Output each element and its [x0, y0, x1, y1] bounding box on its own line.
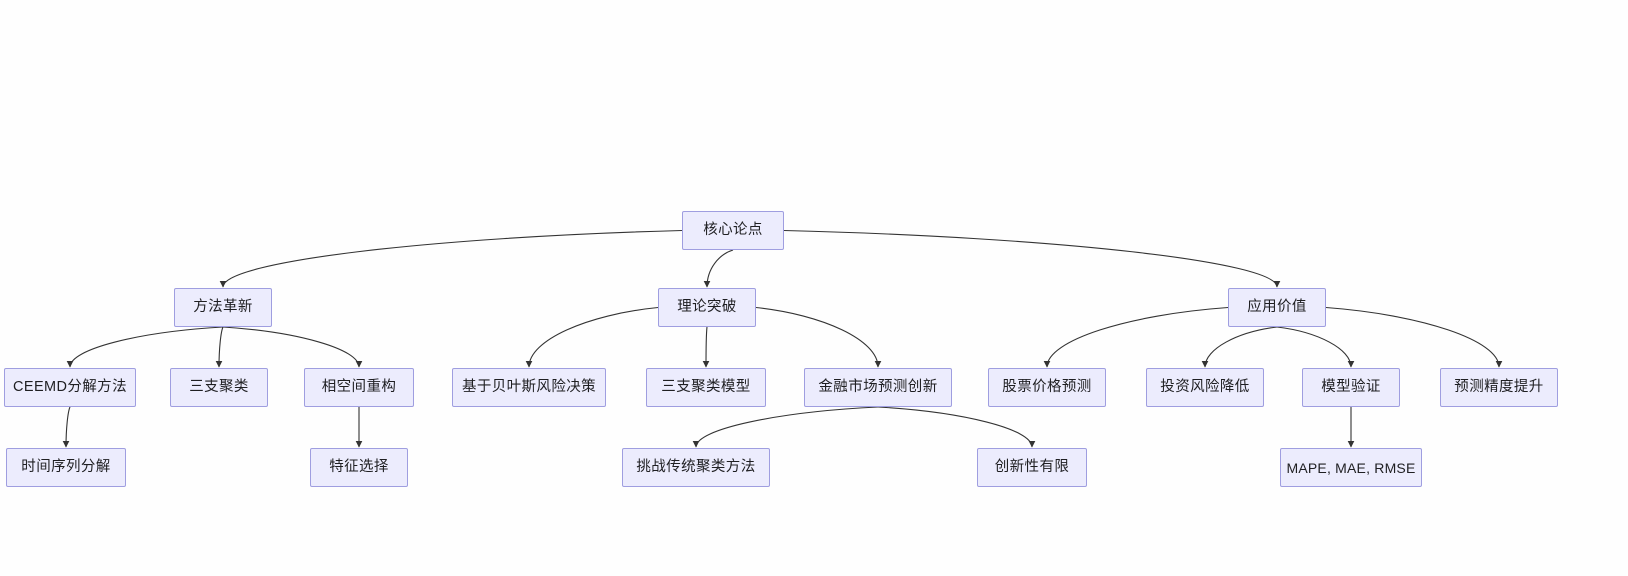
diagram-node-label: 金融市场预测创新 [818, 379, 938, 396]
diagram-edge-l2a-to-l3a [66, 326, 224, 368]
diagram-node-label: 预测精度提升 [1454, 379, 1544, 396]
diagram-node-label: 三支聚类模型 [661, 379, 751, 396]
diagram-node-l3h[interactable]: 投资风险降低 [1146, 368, 1264, 407]
diagram-node-l3e[interactable]: 三支聚类模型 [646, 368, 766, 407]
diagram-edge-l2b-to-l3e [702, 326, 710, 368]
diagram-edge-l2a-to-l3b [215, 326, 224, 368]
diagram-edge-l3f-to-l4c [692, 406, 879, 448]
diagram-edge-l2b-to-l3f [755, 306, 882, 368]
diagram-edge-l3a-to-l4a [62, 406, 71, 448]
diagram-node-label: 时间序列分解 [21, 459, 111, 476]
diagram-node-l3d[interactable]: 基于贝叶斯风险决策 [452, 368, 606, 407]
diagram-node-l4e[interactable]: MAPE, MAE, RMSE [1280, 448, 1422, 487]
diagram-node-l4a[interactable]: 时间序列分解 [6, 448, 126, 487]
diagram-node-label: 投资风险降低 [1160, 379, 1250, 396]
diagram-node-label: 挑战传统聚类方法 [636, 459, 756, 476]
diagram-edge-root-to-l2b [703, 249, 734, 288]
diagram-node-l4d[interactable]: 创新性有限 [977, 448, 1087, 487]
diagram-edge-root-to-l2c [783, 229, 1281, 288]
diagram-node-label: 股票价格预测 [1002, 379, 1092, 396]
diagram-node-label: 方法革新 [193, 299, 253, 316]
diagram-node-label: 相空间重构 [321, 379, 397, 396]
diagram-node-label: 特征选择 [329, 459, 389, 476]
diagram-node-l3c[interactable]: 相空间重构 [304, 368, 414, 407]
diagram-node-l3f[interactable]: 金融市场预测创新 [804, 368, 952, 407]
diagram-edge-l3f-to-l4d [877, 406, 1036, 448]
diagram-node-label: 理论突破 [677, 299, 737, 316]
diagram-edge-l2c-to-l3j [1325, 306, 1503, 368]
diagram-node-l3a[interactable]: CEEMD分解方法 [4, 368, 136, 407]
diagram-node-label: 应用价值 [1247, 299, 1307, 316]
diagram-node-l3b[interactable]: 三支聚类 [170, 368, 268, 407]
diagram-node-label: CEEMD分解方法 [13, 379, 127, 396]
diagram-node-label: MAPE, MAE, RMSE [1286, 459, 1416, 476]
diagram-node-l4c[interactable]: 挑战传统聚类方法 [622, 448, 770, 487]
diagram-node-label: 基于贝叶斯风险决策 [461, 379, 597, 396]
diagram-node-label: 三支聚类 [189, 379, 249, 396]
diagram-edge-l2a-to-l3c [222, 326, 363, 368]
diagram-edge-l2b-to-l3d [525, 306, 659, 368]
diagram-node-label: 创新性有限 [994, 459, 1070, 476]
diagram-edge-root-to-l2a [219, 229, 683, 288]
diagram-edge-l2c-to-l3g [1043, 306, 1229, 368]
diagram-node-l3j[interactable]: 预测精度提升 [1440, 368, 1558, 407]
diagram-node-root[interactable]: 核心论点 [682, 211, 784, 250]
diagram-node-l2b[interactable]: 理论突破 [658, 288, 756, 327]
diagram-node-label: 模型验证 [1321, 379, 1381, 396]
diagram-node-l2a[interactable]: 方法革新 [174, 288, 272, 327]
diagram-node-label: 核心论点 [703, 222, 763, 239]
diagram-node-l4b[interactable]: 特征选择 [310, 448, 408, 487]
diagram-node-l3g[interactable]: 股票价格预测 [988, 368, 1106, 407]
diagram-node-l3i[interactable]: 模型验证 [1302, 368, 1400, 407]
diagram-edge-l2c-to-l3i [1276, 326, 1355, 368]
diagram-node-l2c[interactable]: 应用价值 [1228, 288, 1326, 327]
diagram-edge-l2c-to-l3h [1201, 326, 1278, 368]
